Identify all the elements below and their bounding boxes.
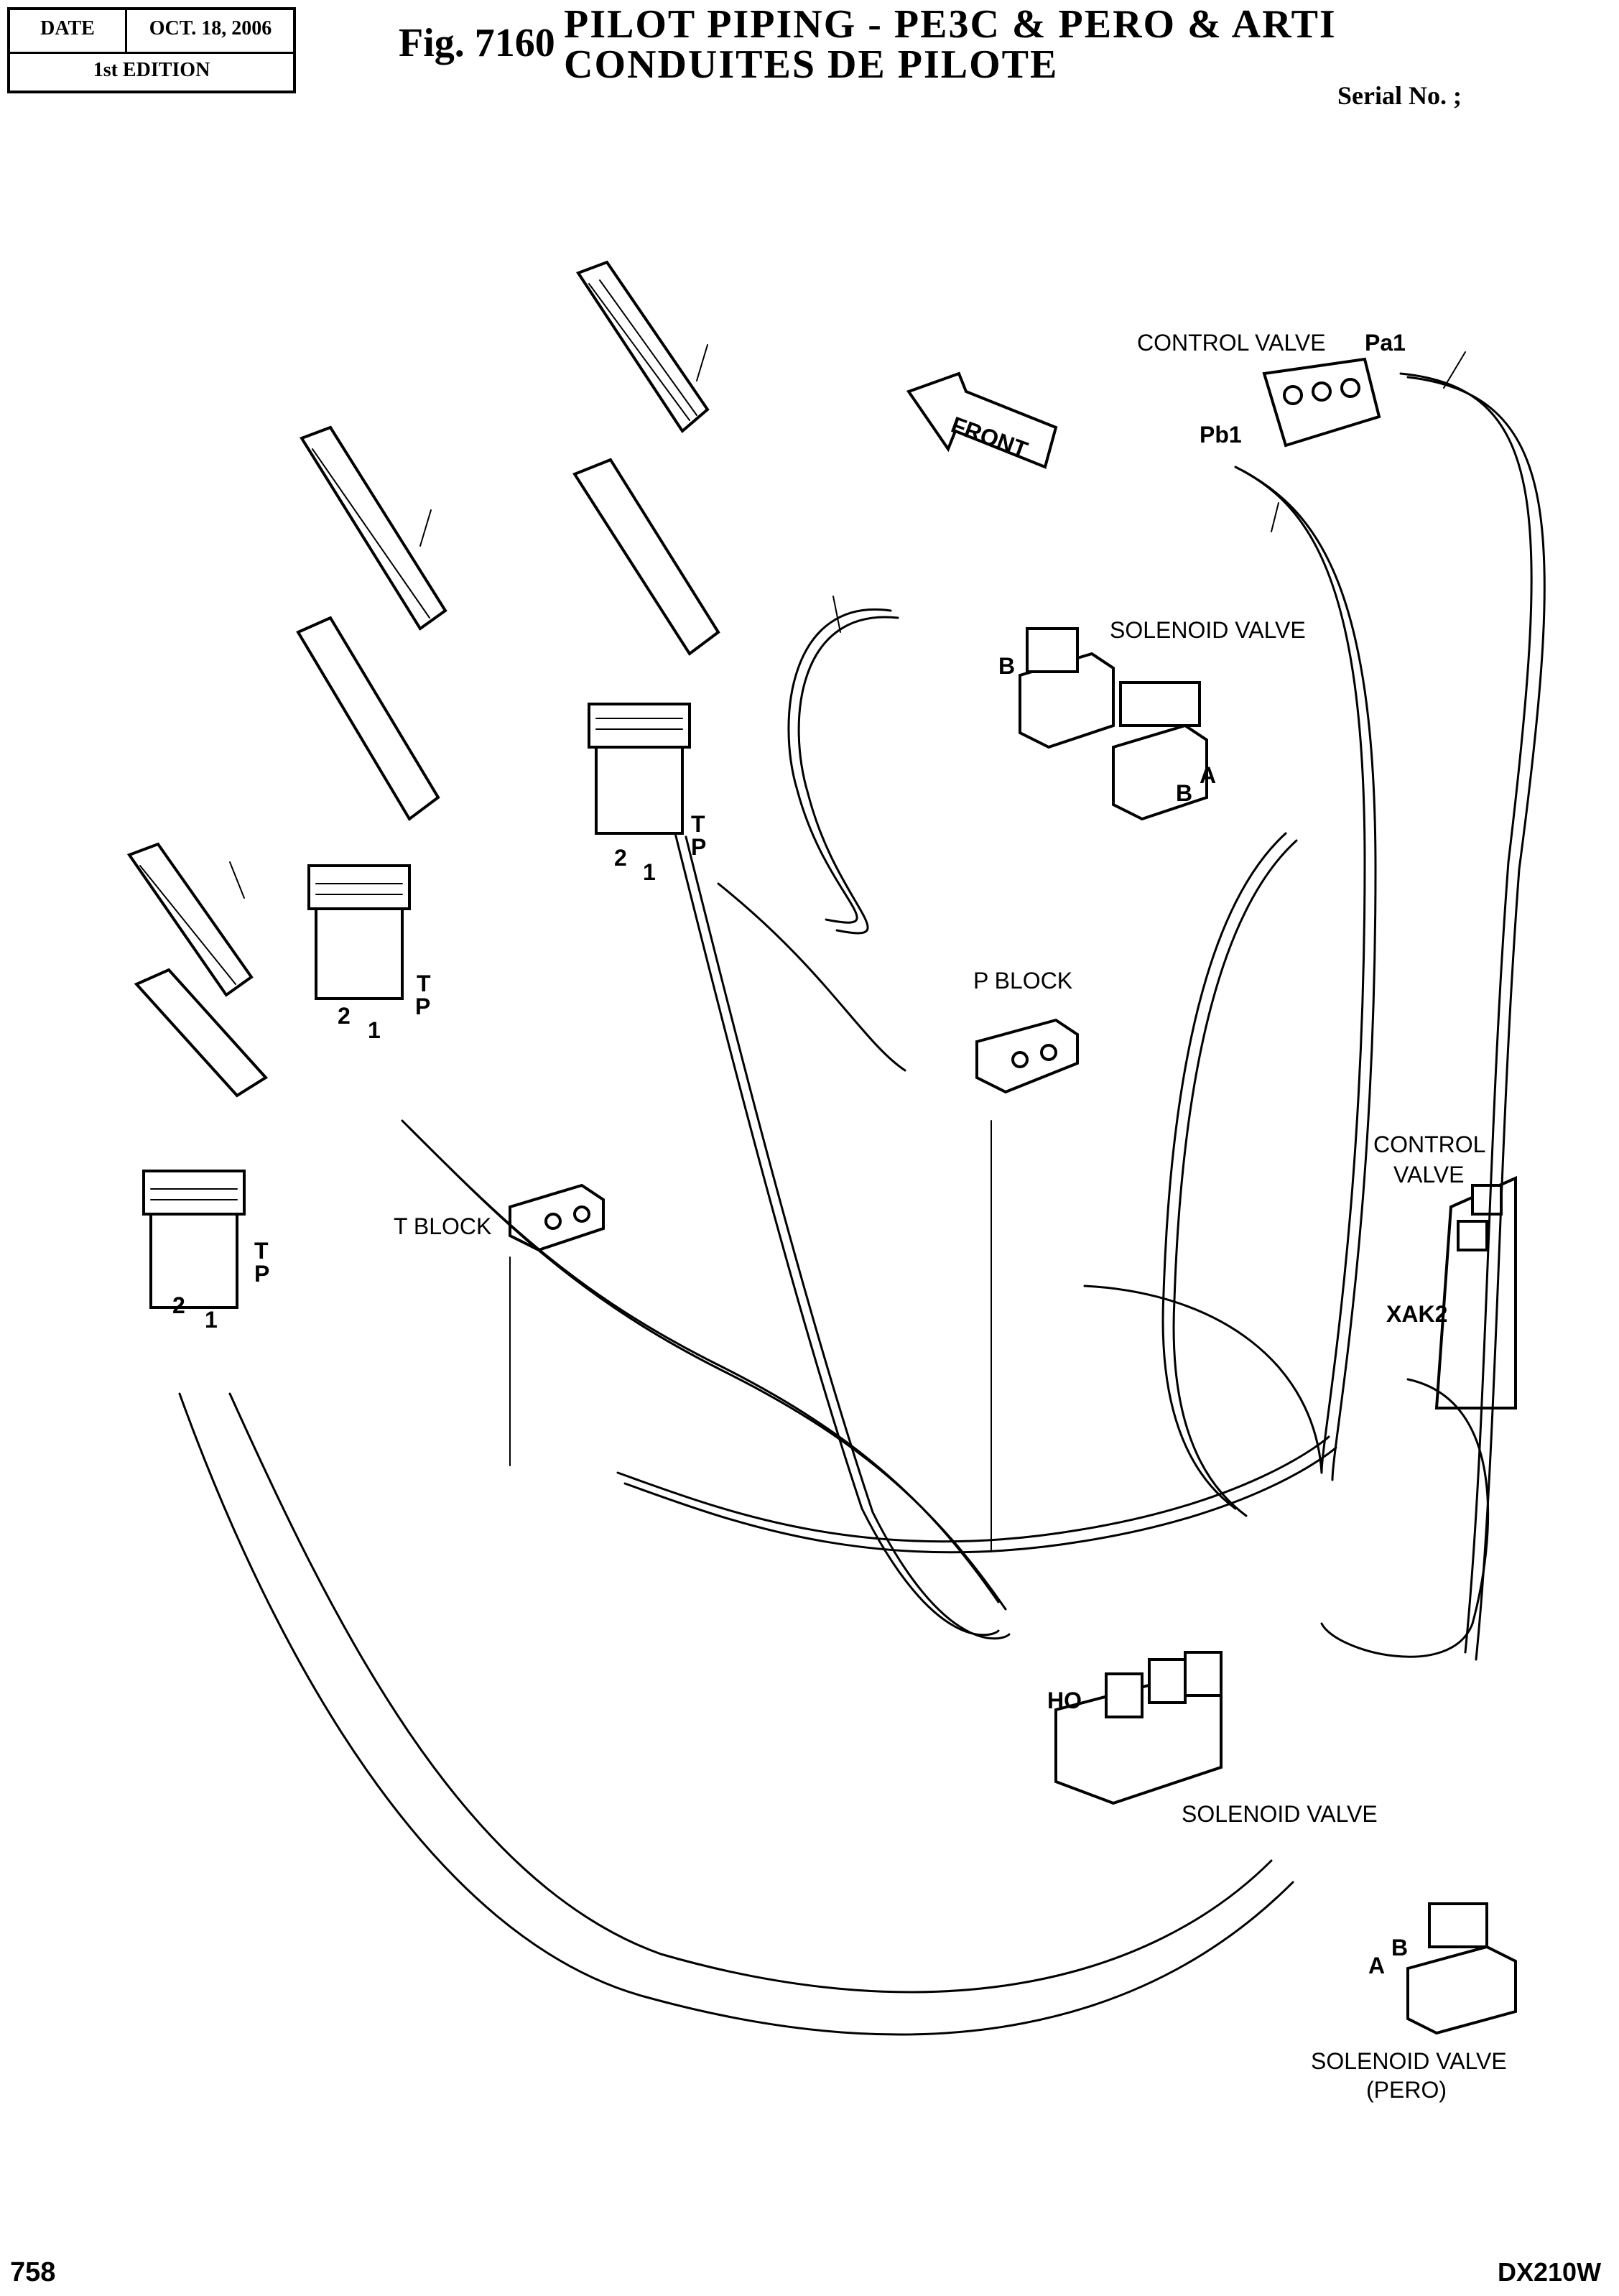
date-label: DATE — [40, 17, 95, 40]
label-port-2-a: 2 — [614, 845, 627, 871]
pedal-arm-1 — [572, 458, 720, 656]
control-valve-right — [1434, 1175, 1517, 1409]
figure-number: Fig. 7160 — [399, 21, 555, 65]
serial-number-label: Serial No. ; — [1337, 81, 1462, 110]
solenoid-valve-top — [1019, 627, 1115, 749]
label-t-3: T — [254, 1238, 269, 1264]
t-block — [509, 1183, 605, 1252]
page-title: PILOT PIPING - PE3C & PERO & ARTI — [564, 2, 1337, 47]
page-number: 758 — [10, 2257, 56, 2287]
header-box: DATE OCT. 18, 2006 1st EDITION — [7, 7, 296, 93]
pedal-arm-2 — [296, 616, 440, 821]
label-control-valve-right-1: CONTROL — [1373, 1131, 1485, 1157]
hoses — [178, 372, 1546, 2036]
header-date-row — [10, 10, 293, 54]
label-t-2: T — [417, 971, 431, 996]
edition-label: 1st EDITION — [93, 59, 210, 81]
label-p-1: P — [691, 834, 706, 860]
label-p-block: P BLOCK — [973, 968, 1072, 994]
control-valve-top — [1262, 357, 1381, 448]
pedal-arm-3 — [134, 968, 269, 1098]
leader-lines — [229, 344, 1466, 1552]
model-code: DX210W — [1498, 2257, 1602, 2287]
pilot-valve-3 — [142, 1170, 246, 1309]
label-xak2: XAK2 — [1386, 1301, 1447, 1327]
label-control-valve-right-2: VALVE — [1393, 1162, 1464, 1188]
label-port-2-c: 2 — [172, 1292, 185, 1318]
label-a-mid: A — [1200, 762, 1216, 788]
label-port-1-c: 1 — [205, 1307, 218, 1333]
label-t-1: T — [691, 811, 705, 837]
label-p-3: P — [254, 1261, 269, 1287]
page-subtitle: CONDUITES DE PILOTE — [564, 42, 1059, 87]
pedal-pad-1 — [575, 260, 710, 433]
p-block — [975, 1018, 1079, 1094]
label-pb1: Pb1 — [1200, 422, 1242, 448]
header-divider — [125, 10, 127, 52]
solenoid-valve-bottom — [1054, 1651, 1223, 1805]
date-value: OCT. 18, 2006 — [149, 17, 272, 40]
label-port-1-a: 1 — [643, 859, 656, 885]
label-solenoid-pero-1: SOLENOID VALVE — [1311, 2048, 1507, 2074]
label-p-2: P — [415, 994, 430, 1019]
label-t-block: T BLOCK — [394, 1213, 491, 1239]
solenoid-valve-pero — [1406, 1902, 1517, 2035]
label-solenoid-valve-bottom: SOLENOID VALVE — [1182, 1801, 1378, 1827]
pedal-pad-3 — [126, 842, 254, 997]
label-b-bottom: B — [1391, 1935, 1408, 1961]
solenoid-valve-mid — [1112, 681, 1208, 821]
label-solenoid-valve-top: SOLENOID VALVE — [1110, 617, 1306, 643]
label-b-top: B — [998, 653, 1015, 679]
label-pa1: Pa1 — [1365, 330, 1406, 356]
label-ho: HO — [1047, 1688, 1082, 1713]
label-solenoid-pero-2: (PERO) — [1366, 2077, 1447, 2103]
label-port-2-b: 2 — [338, 1003, 351, 1029]
label-port-1-b: 1 — [368, 1017, 381, 1043]
pedal-pad-2 — [300, 425, 447, 631]
label-a-bottom: A — [1368, 1953, 1385, 1978]
label-control-valve-top: CONTROL VALVE — [1137, 330, 1326, 356]
label-b-mid: B — [1176, 780, 1192, 806]
pilot-valve-2 — [307, 864, 411, 1000]
front-arrow — [906, 371, 1058, 469]
pilot-valve-1 — [588, 703, 691, 835]
